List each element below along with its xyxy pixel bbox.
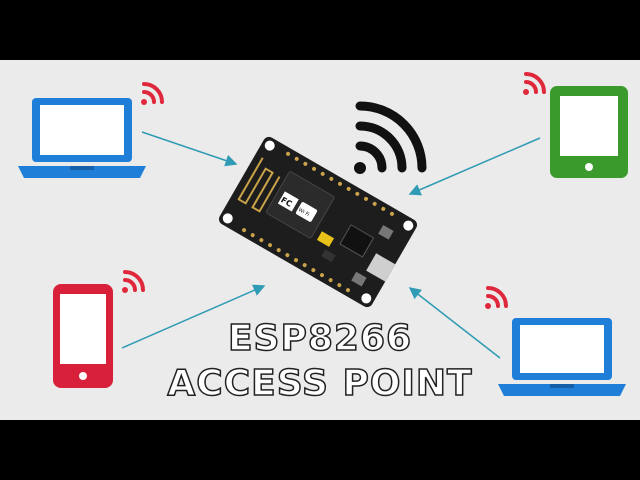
tablet-icon-top-right xyxy=(550,86,628,178)
board-wifi-badge: Wi Fi xyxy=(297,207,310,218)
title-line-2: ACCESS POINT xyxy=(167,362,473,405)
laptop-icon-bottom-right xyxy=(498,318,626,396)
wifi-signal-icon-laptop-bottom-right xyxy=(485,286,508,309)
laptop-icon-top-left xyxy=(18,98,146,178)
arrow-tablet-to-board xyxy=(408,137,541,196)
arrow-laptop-to-board xyxy=(141,131,238,167)
arrow-laptop-bottom-to-board xyxy=(408,287,501,359)
letterbox-top xyxy=(0,0,640,60)
wifi-signal-icon-large xyxy=(354,101,427,174)
title-line-1: ESP8266 xyxy=(227,317,413,360)
wifi-signal-icon-laptop-top-left xyxy=(141,82,164,105)
wifi-signal-icon-tablet-top-right xyxy=(523,72,546,95)
letterbox-bottom xyxy=(0,420,640,480)
arrow-phone-to-board xyxy=(121,284,266,349)
phone-icon-bottom-left xyxy=(53,284,113,388)
wifi-signal-icon-phone-bottom-left xyxy=(122,270,145,293)
esp8266-board-icon: FC Wi Fi xyxy=(218,136,418,308)
